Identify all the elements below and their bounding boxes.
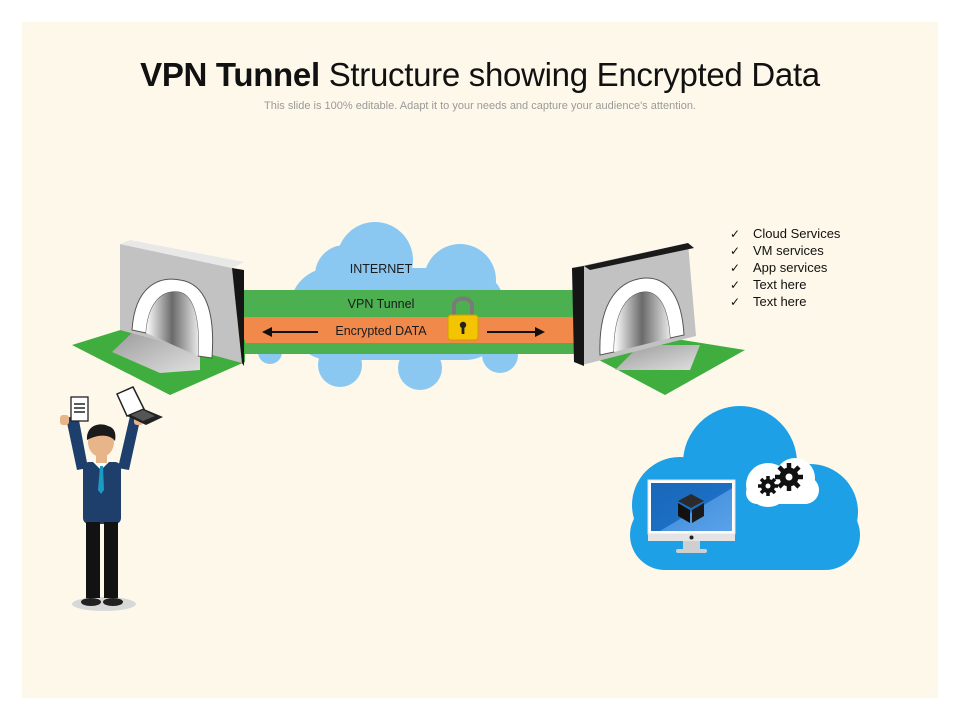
person-figure [60,415,143,611]
list-item: ✓ Cloud Services [730,225,840,242]
list-item-label: VM services [753,243,824,258]
title-bold: VPN Tunnel [140,56,320,93]
lock-icon [447,296,479,341]
list-item-label: App services [753,260,828,275]
list-item: ✓ Text here [730,276,840,293]
check-icon: ✓ [730,295,741,309]
right-tunnel-portal [572,243,745,395]
gear-icon [775,463,803,491]
slide-subtitle: This slide is 100% editable. Adapt it to… [264,100,696,112]
internet-label: INTERNET [350,262,413,276]
title-rest: Structure showing Encrypted Data [319,56,820,93]
document-icon [70,396,89,422]
check-icon: ✓ [730,227,741,241]
check-icon: ✓ [730,244,741,258]
left-tunnel-portal [72,240,245,395]
small-gear-icon [758,476,778,496]
list-item-label: Text here [753,277,807,292]
list-item-label: Text here [753,294,807,309]
vpn-tunnel-label: VPN Tunnel [348,297,415,311]
check-icon: ✓ [730,261,741,275]
list-item-label: Cloud Services [753,226,841,241]
check-icon: ✓ [730,278,741,292]
cube-icon [678,494,704,523]
list-item: ✓ App services [730,259,840,276]
encrypted-data-label: Encrypted DATA [335,324,427,338]
slide-title: VPN Tunnel Structure showing Encrypted D… [0,56,960,94]
vpn-tunnel-band [225,290,595,354]
laptop-icon [116,386,163,425]
left-arrow-icon [262,327,318,337]
feature-checklist: ✓ Cloud Services ✓ VM services ✓ App servic… [730,225,840,310]
right-arrow-icon [487,327,545,337]
list-item: ✓ Text here [730,293,840,310]
list-item: ✓ VM services [730,242,840,259]
